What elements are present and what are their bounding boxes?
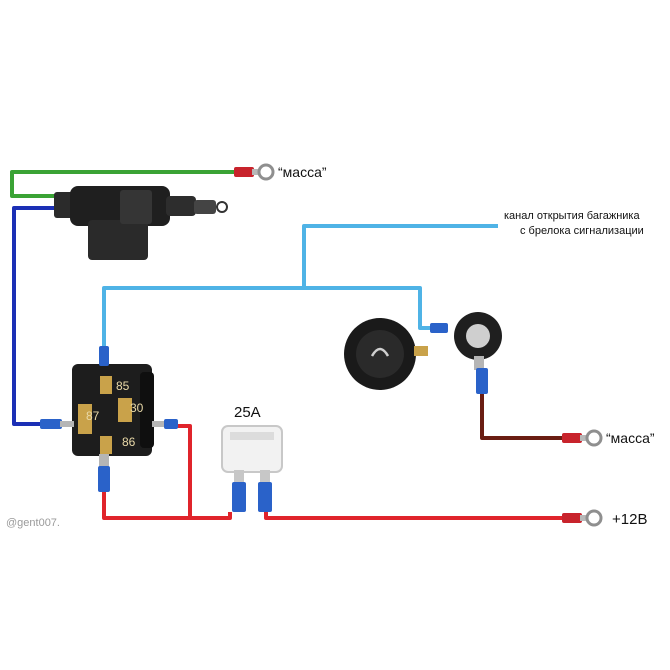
ground-label-right: “масса”: [606, 430, 655, 446]
wire-lightblue-relay: [102, 286, 436, 350]
socket-terminal-left: [430, 323, 448, 333]
channel-label-line2: с брелока сигнализации: [520, 225, 644, 237]
ground-terminal-right: [562, 429, 603, 447]
wire-green: [10, 170, 236, 198]
relay-terminal-bottom: [98, 454, 110, 492]
wire-red-12v: [264, 510, 566, 520]
wire-red-86: [102, 492, 232, 520]
relay-pin-85: 85: [116, 379, 130, 393]
fuse-terminal-left: [232, 482, 246, 512]
relay-terminal-right: [152, 419, 178, 429]
wire-brown: [480, 394, 566, 440]
relay-pin-86: 86: [122, 435, 136, 449]
ground-terminal-top: [234, 163, 275, 181]
relay-terminal-top: [99, 346, 109, 366]
push-button-icon: [344, 318, 428, 390]
fuse-terminal-right: [258, 482, 272, 512]
plus12v-terminal: [562, 509, 603, 527]
fuse-rating-label: 25А: [234, 404, 261, 421]
relay-pin-87: 87: [86, 409, 100, 423]
relay-terminal-left: [40, 419, 74, 429]
channel-label-line1: канал открытия багажника: [504, 210, 640, 222]
relay-pin-30: 30: [130, 401, 144, 415]
wire-red-30: [176, 424, 192, 518]
ground-label-top: “масса”: [278, 164, 327, 180]
watermark: @gent007.: [6, 517, 60, 529]
wire-blue: [12, 206, 56, 426]
button-socket-icon: [454, 312, 502, 370]
actuator-icon: [54, 186, 228, 260]
fuse-icon: [221, 425, 283, 484]
socket-terminal-bottom: [476, 368, 488, 394]
wire-lightblue-channel: [302, 224, 498, 288]
relay-icon: 85 87 30 86: [72, 364, 154, 456]
plus12v-label: +12В: [612, 511, 647, 528]
